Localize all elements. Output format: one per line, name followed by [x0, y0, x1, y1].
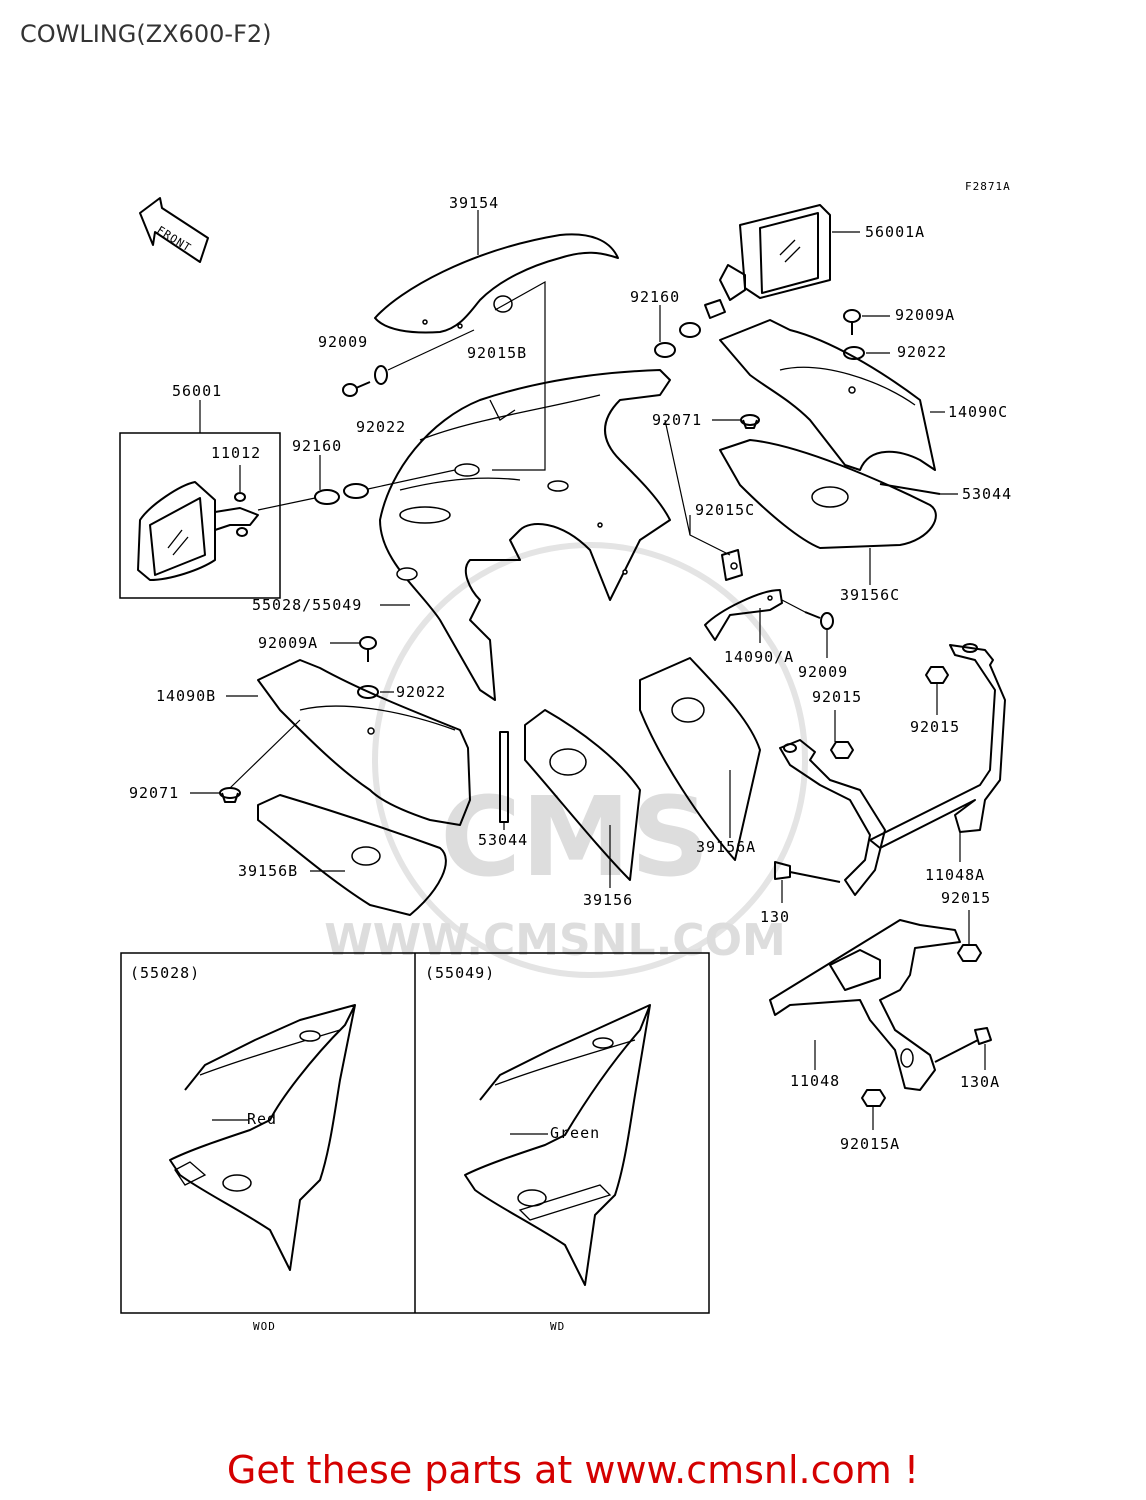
callout-92071-left: 92071	[129, 784, 179, 802]
callout-92009-mid: 92009	[798, 663, 848, 681]
callout-130A: 130A	[960, 1073, 1000, 1091]
variant-55049: (55049) Green WD	[425, 964, 651, 1333]
panel-b-part	[257, 794, 447, 916]
windscreen-part	[374, 233, 619, 334]
callout-11012: 11012	[211, 444, 261, 462]
callout-92009A-top: 92009A	[895, 306, 955, 324]
variant-55049-market: WD	[550, 1320, 565, 1333]
callout-53044-center: 53044	[478, 831, 528, 849]
bolt-top-part	[843, 309, 865, 360]
callout-92015-b: 92015	[910, 718, 960, 736]
variant-55028-market: WOD	[253, 1320, 276, 1333]
callout-92160-left: 92160	[292, 437, 342, 455]
nut-d-part	[861, 1089, 886, 1107]
watermark-brand: CMS	[440, 773, 709, 901]
callout-92015A: 92015A	[840, 1135, 900, 1153]
nut-c-part	[957, 944, 982, 962]
front-label: FRONT	[154, 224, 193, 255]
watermark-url: WWW.CMSNL.COM	[324, 915, 786, 966]
callout-92022-left: 92022	[356, 418, 406, 436]
variant-55049-color: Green	[550, 1124, 600, 1142]
figure-code: F2871A	[965, 180, 1011, 193]
callout-39156B: 39156B	[238, 862, 298, 880]
callout-39156A: 39156A	[696, 838, 756, 856]
callout-39154: 39154	[449, 194, 499, 212]
callout-92015-c: 92015	[941, 889, 991, 907]
callout-14090A: 14090/A	[724, 648, 794, 666]
callout-130: 130	[760, 908, 790, 926]
left-mirror-part	[137, 481, 259, 581]
panel-a-part	[639, 657, 761, 861]
stay-upper-part	[779, 643, 1006, 896]
panel-part	[524, 709, 641, 881]
inner-cover-left-part	[257, 659, 471, 826]
variant-55028-code: (55028)	[130, 964, 200, 982]
grommet-top-part	[654, 322, 701, 358]
right-mirror-part	[704, 204, 831, 319]
bracket-small-part	[704, 589, 783, 641]
nut-b-part	[925, 666, 949, 684]
callout-92015-a: 92015	[812, 688, 862, 706]
variant-55049-code: (55049)	[425, 964, 495, 982]
callout-39156C: 39156C	[840, 586, 900, 604]
rivet-top-part	[740, 414, 760, 429]
bolt-bracket-part	[804, 611, 834, 630]
upper-cowling-part	[379, 369, 671, 701]
callout-56001: 56001	[172, 382, 222, 400]
callout-92009A-mid: 92009A	[258, 634, 318, 652]
clip-part	[721, 549, 743, 581]
callout-92022-mid: 92022	[396, 683, 446, 701]
callout-14090C: 14090C	[948, 403, 1008, 421]
watermark-circle	[372, 542, 808, 978]
grommet-left-part	[314, 483, 369, 505]
panel-right-part	[719, 439, 937, 549]
callout-92022-top: 92022	[897, 343, 947, 361]
callout-11048: 11048	[790, 1072, 840, 1090]
callout-92160-top: 92160	[630, 288, 680, 306]
nut-a-part	[830, 741, 854, 759]
bolt-130-part	[774, 861, 841, 883]
stay-lower-part	[769, 919, 961, 1091]
inner-cover-right-part	[719, 319, 936, 471]
bolt-130A-part	[934, 1027, 992, 1063]
callout-39156: 39156	[583, 891, 633, 909]
callout-92071-top: 92071	[652, 411, 702, 429]
variant-55028: (55028) Red WOD	[130, 964, 356, 1333]
callout-53044-right: 53044	[962, 485, 1012, 503]
callout-92009-top: 92009	[318, 333, 368, 351]
page-title: COWLING(ZX600-F2)	[20, 20, 272, 48]
front-arrow-icon: FRONT	[139, 197, 209, 263]
callout-56001A: 56001A	[865, 223, 925, 241]
cta-link[interactable]: Get these parts at www.cmsnl.com !	[226, 1448, 920, 1492]
variant-55028-color: Red	[247, 1110, 277, 1128]
callout-11048A: 11048A	[925, 866, 985, 884]
callout-92015C: 92015C	[695, 501, 755, 519]
callout-14090B: 14090B	[156, 687, 216, 705]
bolt-screen-part	[342, 365, 388, 397]
rivet-left-part	[219, 787, 241, 803]
callout-92015B: 92015B	[467, 344, 527, 362]
callout-55028-55049: 55028/55049	[252, 596, 362, 614]
